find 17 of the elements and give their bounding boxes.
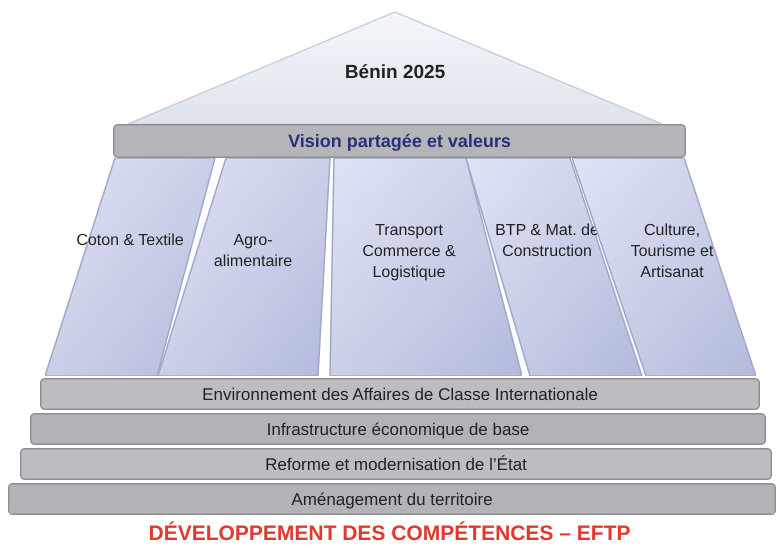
band-label: Aménagement du territoire <box>290 488 494 510</box>
roof-title: Bénin 2025 <box>344 62 446 83</box>
pillar-label: Culture, Tourisme et Artisanat <box>630 221 714 283</box>
band-label: Environnement des Affaires de Classe Internationale <box>201 384 599 404</box>
band-label: Infrastructure économique de base <box>266 418 530 440</box>
roof-triangle <box>128 12 662 126</box>
band-label: Vision partagée et valeurs <box>287 130 512 152</box>
foundation-band <box>8 483 776 515</box>
pillar-label: Coton & Textile <box>75 231 185 251</box>
caption: DÉVELOPPEMENT DES COMPÉTENCES – EFTP <box>148 522 632 546</box>
architrave-bar <box>113 124 686 158</box>
foundation-band <box>30 413 766 445</box>
band-label: Reforme et modernisation de l’État <box>264 454 528 474</box>
foundation-band <box>40 378 760 410</box>
foundation-band <box>20 448 772 480</box>
pillar-label: Transport Commerce & Logistique <box>361 221 457 283</box>
pillar-label: Agro-alimentaire <box>212 231 294 272</box>
